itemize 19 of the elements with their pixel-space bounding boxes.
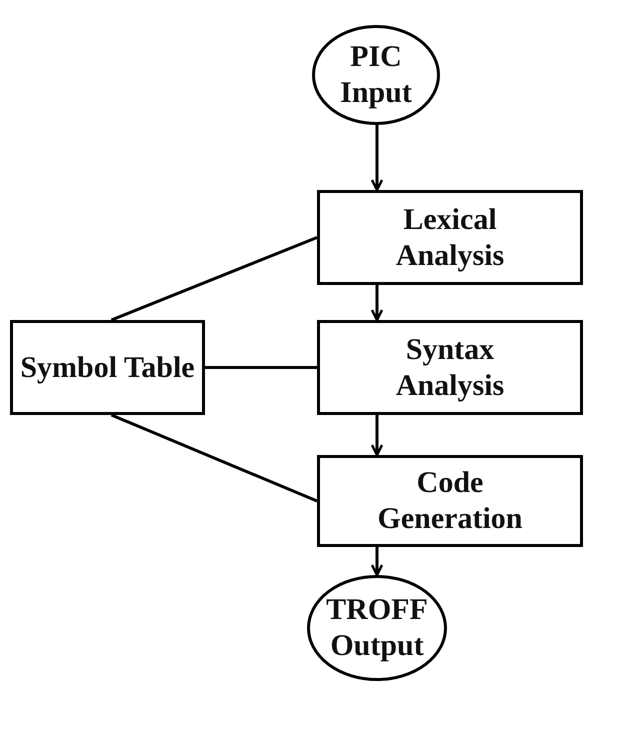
arrow [370, 415, 384, 456]
connector-line [110, 236, 318, 322]
node-label: Lexical Analysis [394, 202, 506, 274]
arrow [370, 125, 384, 192]
terminal-ellipse [312, 25, 440, 125]
process-box [317, 320, 583, 415]
process-box [317, 455, 583, 547]
node-label: PIC Input [339, 39, 413, 111]
node-label: Syntax Analysis [394, 332, 506, 404]
node-label: Symbol Table [19, 350, 196, 386]
arrow [370, 285, 384, 322]
node-label: TROFF Output [325, 592, 429, 664]
arrow [370, 547, 384, 576]
terminal-ellipse [307, 575, 447, 681]
connector-line [205, 366, 317, 369]
connector-line [110, 414, 318, 502]
node-label: Code Generation [376, 465, 524, 537]
process-box [10, 320, 205, 415]
process-box [317, 190, 583, 285]
